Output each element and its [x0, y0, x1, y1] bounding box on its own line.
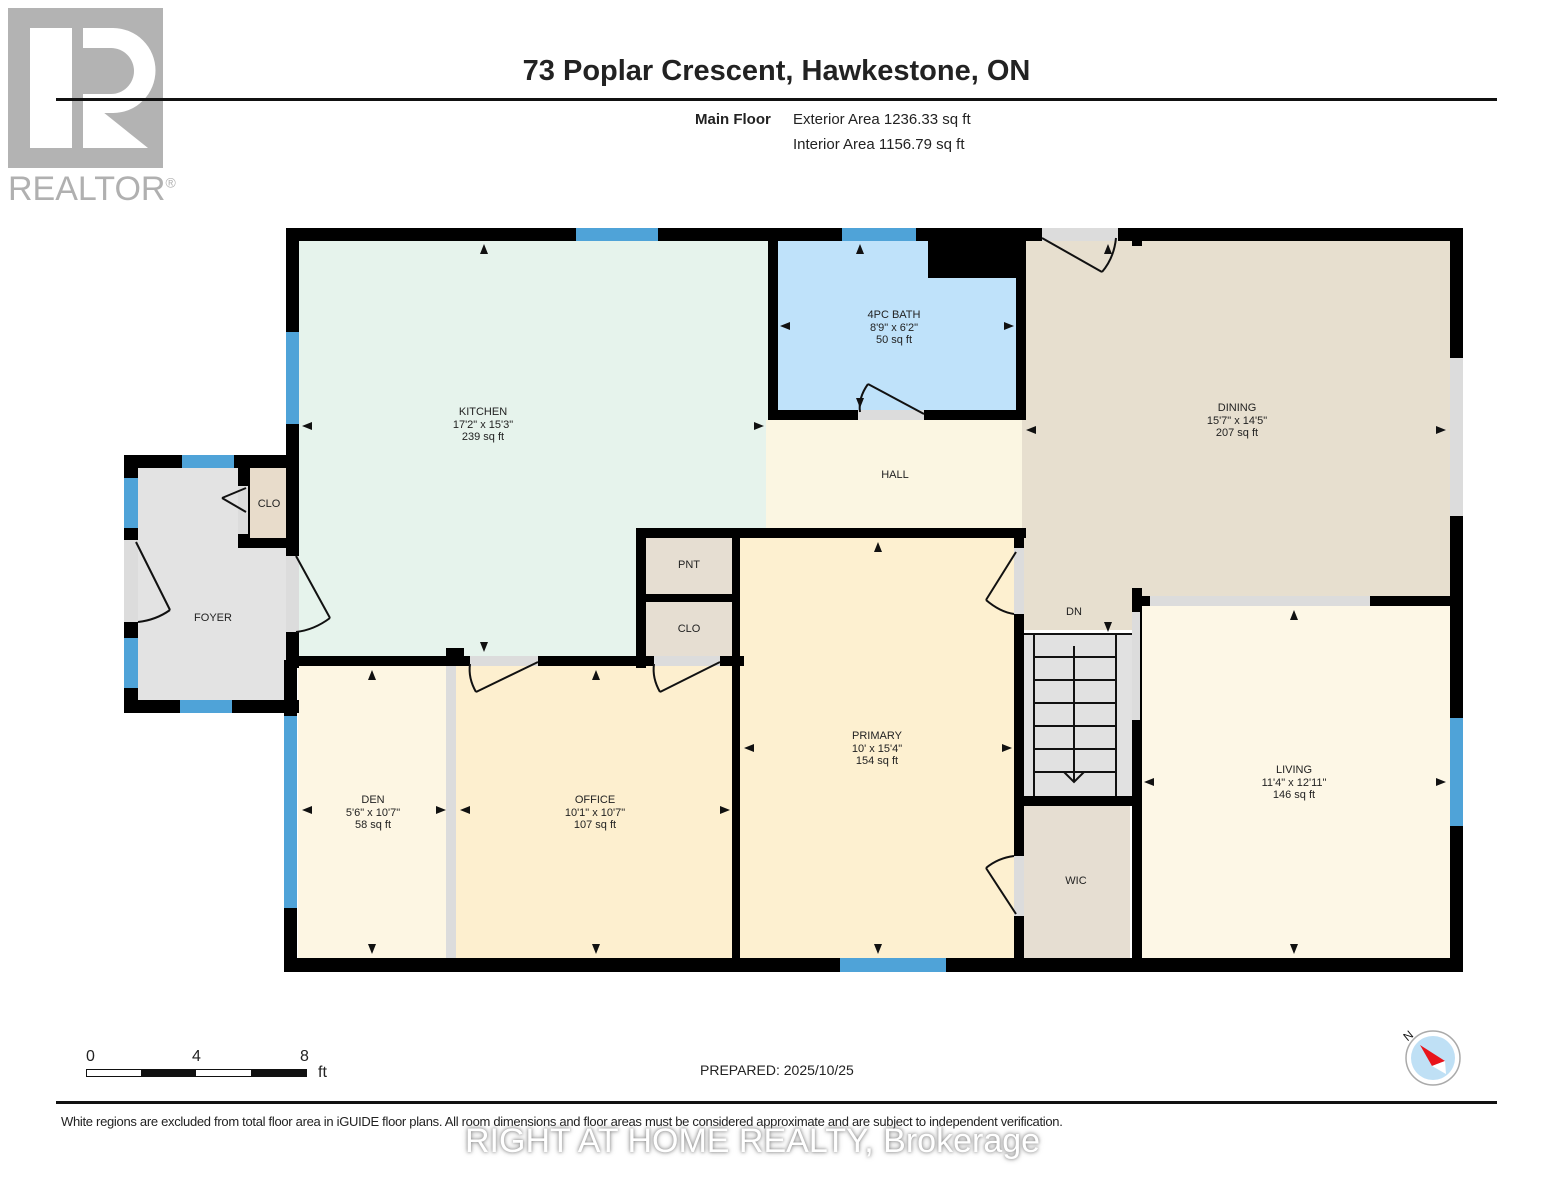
room-label-closet-office: CLO	[677, 623, 701, 635]
disclaimer-text: White regions are excluded from total fl…	[61, 1114, 1063, 1129]
room-label-foyer: FOYER	[194, 612, 232, 624]
scale-unit: ft	[318, 1064, 327, 1081]
floor-plan	[124, 228, 1463, 972]
floor-label: Main Floor	[695, 111, 771, 128]
scale-bar	[86, 1069, 307, 1077]
interior-area: Interior Area 1156.79 sq ft	[793, 136, 965, 153]
room-label-hall: HALL	[881, 469, 909, 481]
header-rule	[56, 98, 1497, 101]
windows	[124, 228, 1463, 972]
room-label-closet-foyer: CLO	[257, 498, 281, 510]
prepared-date: PREPARED: 2025/10/25	[700, 1062, 854, 1078]
stairs-down-label: DN	[1066, 606, 1082, 618]
dimension-arrows	[302, 244, 1446, 954]
realtor-r-icon	[30, 28, 156, 148]
door-swings	[135, 237, 1117, 915]
scale-tick-4: 4	[192, 1048, 201, 1065]
room-label-wic: WIC	[1065, 875, 1087, 887]
room-den-fill	[298, 666, 448, 958]
room-hall-fill	[766, 420, 1022, 528]
stairs	[1024, 634, 1132, 796]
page-title: 73 Poplar Crescent, Hawkestone, ON	[522, 55, 1031, 87]
exterior-area: Exterior Area 1236.33 sq ft	[793, 111, 971, 128]
scale-tick-8: 8	[300, 1048, 309, 1065]
room-dining-fill	[1022, 240, 1450, 600]
brokerage-watermark: RIGHT AT HOME REALTY, Brokerage	[465, 1122, 1041, 1160]
room-living-fill	[1140, 604, 1450, 958]
realtor-logo-text: REALTOR®	[8, 170, 176, 208]
room-wic-fill	[1022, 804, 1130, 958]
footer-rule	[56, 1101, 1497, 1104]
room-label-pantry: PNT	[678, 559, 700, 571]
realtor-logo-mark	[8, 8, 163, 168]
room-primary-fill	[740, 538, 1016, 958]
room-office-fill	[456, 666, 734, 958]
compass-icon: N	[1400, 1028, 1461, 1086]
scale-tick-0: 0	[86, 1048, 95, 1065]
